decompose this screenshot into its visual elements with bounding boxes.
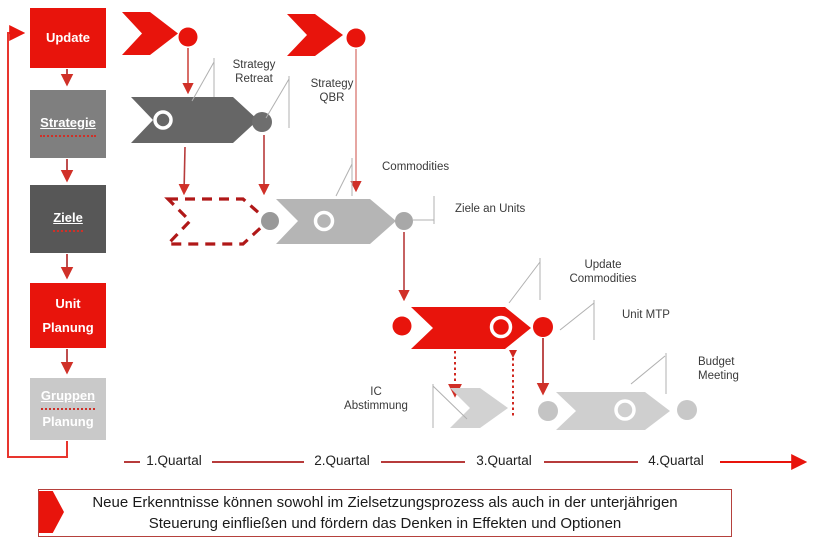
update-milestone-chevron-1 — [122, 12, 198, 95]
ic-abstimmung-leader — [432, 384, 468, 428]
unit-planung-phase-chevron — [392, 307, 553, 416]
banner-text-line: Neue Erkenntnisse können sowohl im Ziels… — [92, 494, 678, 511]
dashed-placeholder-chevron — [164, 197, 271, 246]
sidebar-box-label: Gruppen — [40, 384, 96, 410]
ic-abstimmung-chevron — [450, 388, 508, 428]
label-line: IC — [370, 386, 382, 398]
update-milestone-chevron-2 — [287, 14, 366, 193]
label-line: QBR — [319, 92, 345, 104]
label-unit-mtp: Unit MTP — [622, 308, 702, 322]
label-line: Meeting — [698, 370, 739, 382]
sidebar-box-strategie[interactable]: Strategie — [30, 90, 106, 158]
sidebar-box-label: Ziele — [53, 206, 83, 232]
label-strategy-qbr: Strategy QBR — [300, 77, 364, 105]
label-update-commodities: Update Commodities — [553, 258, 653, 286]
key-message-banner: Neue Erkenntnisse können sowohl im Ziels… — [38, 489, 732, 537]
sidebar-box-update[interactable]: Update — [30, 8, 106, 68]
sidebar-box-label: Unit — [55, 295, 81, 311]
sidebar-box-gruppen-planung[interactable]: Gruppen Planung — [30, 378, 106, 440]
label-line: Commodities — [569, 273, 637, 285]
label-line: Unit MTP — [622, 309, 670, 321]
sidebar-box-unit-planung[interactable]: Unit Planung — [30, 283, 106, 348]
axis-label-q4: 4.Quartal — [648, 453, 704, 468]
sidebar-box-label: Update — [45, 30, 91, 45]
label-budget-meeting: Budget Meeting — [698, 355, 768, 383]
banner-pennant-icon — [39, 491, 64, 533]
budget-meeting-leader — [630, 353, 667, 394]
update-commodities-leader — [508, 258, 541, 304]
sidebar-box-ziele[interactable]: Ziele — [30, 185, 106, 253]
strategy-retreat-leader — [191, 58, 215, 102]
axis-label-q2: 2.Quartal — [314, 453, 370, 468]
label-line: Retreat — [235, 73, 273, 85]
label-line: Strategy — [232, 59, 276, 71]
ziele-phase-chevron — [261, 199, 413, 244]
label-ic-abstimmung: IC Abstimmung — [336, 385, 416, 413]
sidebar-box-label: Planung — [42, 319, 94, 335]
axis-label-q3: 3.Quartal — [476, 453, 532, 468]
label-line: Abstimmung — [344, 400, 408, 412]
feedback-loop-arrow — [7, 25, 68, 458]
label-ziele-an-units: Ziele an Units — [455, 202, 555, 216]
strategie-phase-chevron — [131, 97, 272, 196]
label-line: Strategy — [310, 78, 354, 90]
label-commodities: Commodities — [382, 160, 472, 174]
label-line: Budget — [698, 356, 735, 368]
sidebar-box-label: Strategie — [40, 111, 96, 137]
unit-mtp-leader — [559, 300, 595, 340]
label-line: Ziele an Units — [455, 203, 526, 215]
label-line: Commodities — [382, 161, 450, 173]
label-strategy-retreat: Strategy Retreat — [218, 58, 290, 86]
sidebar-box-label: Planung — [42, 414, 94, 429]
gruppen-planung-phase-chevron — [538, 392, 697, 430]
strategy-qbr-leader — [265, 76, 290, 128]
axis-label-q1: 1.Quartal — [146, 453, 202, 468]
banner-text-line: Steuerung einfließen und fördern das Den… — [148, 515, 622, 532]
label-line: Update — [584, 259, 622, 271]
ziele-an-units-leader — [413, 196, 435, 224]
commodities-leader — [335, 158, 353, 197]
